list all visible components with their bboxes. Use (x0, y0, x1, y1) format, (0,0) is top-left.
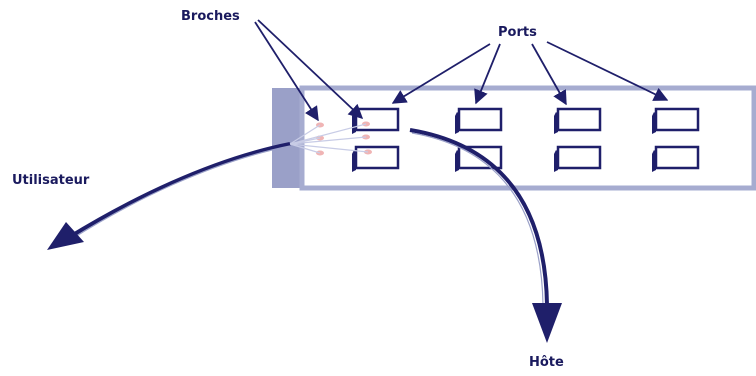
label-hote: Hôte (529, 355, 564, 370)
arrow (546, 41, 669, 101)
arrowhead (47, 222, 84, 250)
arrow (254, 21, 319, 122)
label-ports: Ports (498, 25, 537, 40)
patch-panel-face (299, 85, 756, 191)
patch-panel-side (272, 88, 302, 188)
label-broches: Broches (181, 9, 240, 24)
arrow (531, 43, 567, 106)
host-arrow (409, 128, 562, 343)
port (554, 107, 602, 134)
port (652, 145, 700, 172)
user-arrow (47, 142, 291, 250)
port (652, 107, 700, 134)
arrow (257, 19, 364, 119)
arrowhead (532, 303, 562, 343)
ports-arrows (391, 41, 669, 106)
port (455, 107, 503, 134)
arrow (474, 43, 501, 105)
port (352, 107, 400, 134)
wire-fan (289, 123, 369, 154)
arrow (391, 43, 491, 104)
patch-panel (272, 85, 756, 191)
label-utilisateur: Utilisateur (12, 173, 90, 188)
port (554, 145, 602, 172)
broches-arrows (254, 19, 364, 122)
